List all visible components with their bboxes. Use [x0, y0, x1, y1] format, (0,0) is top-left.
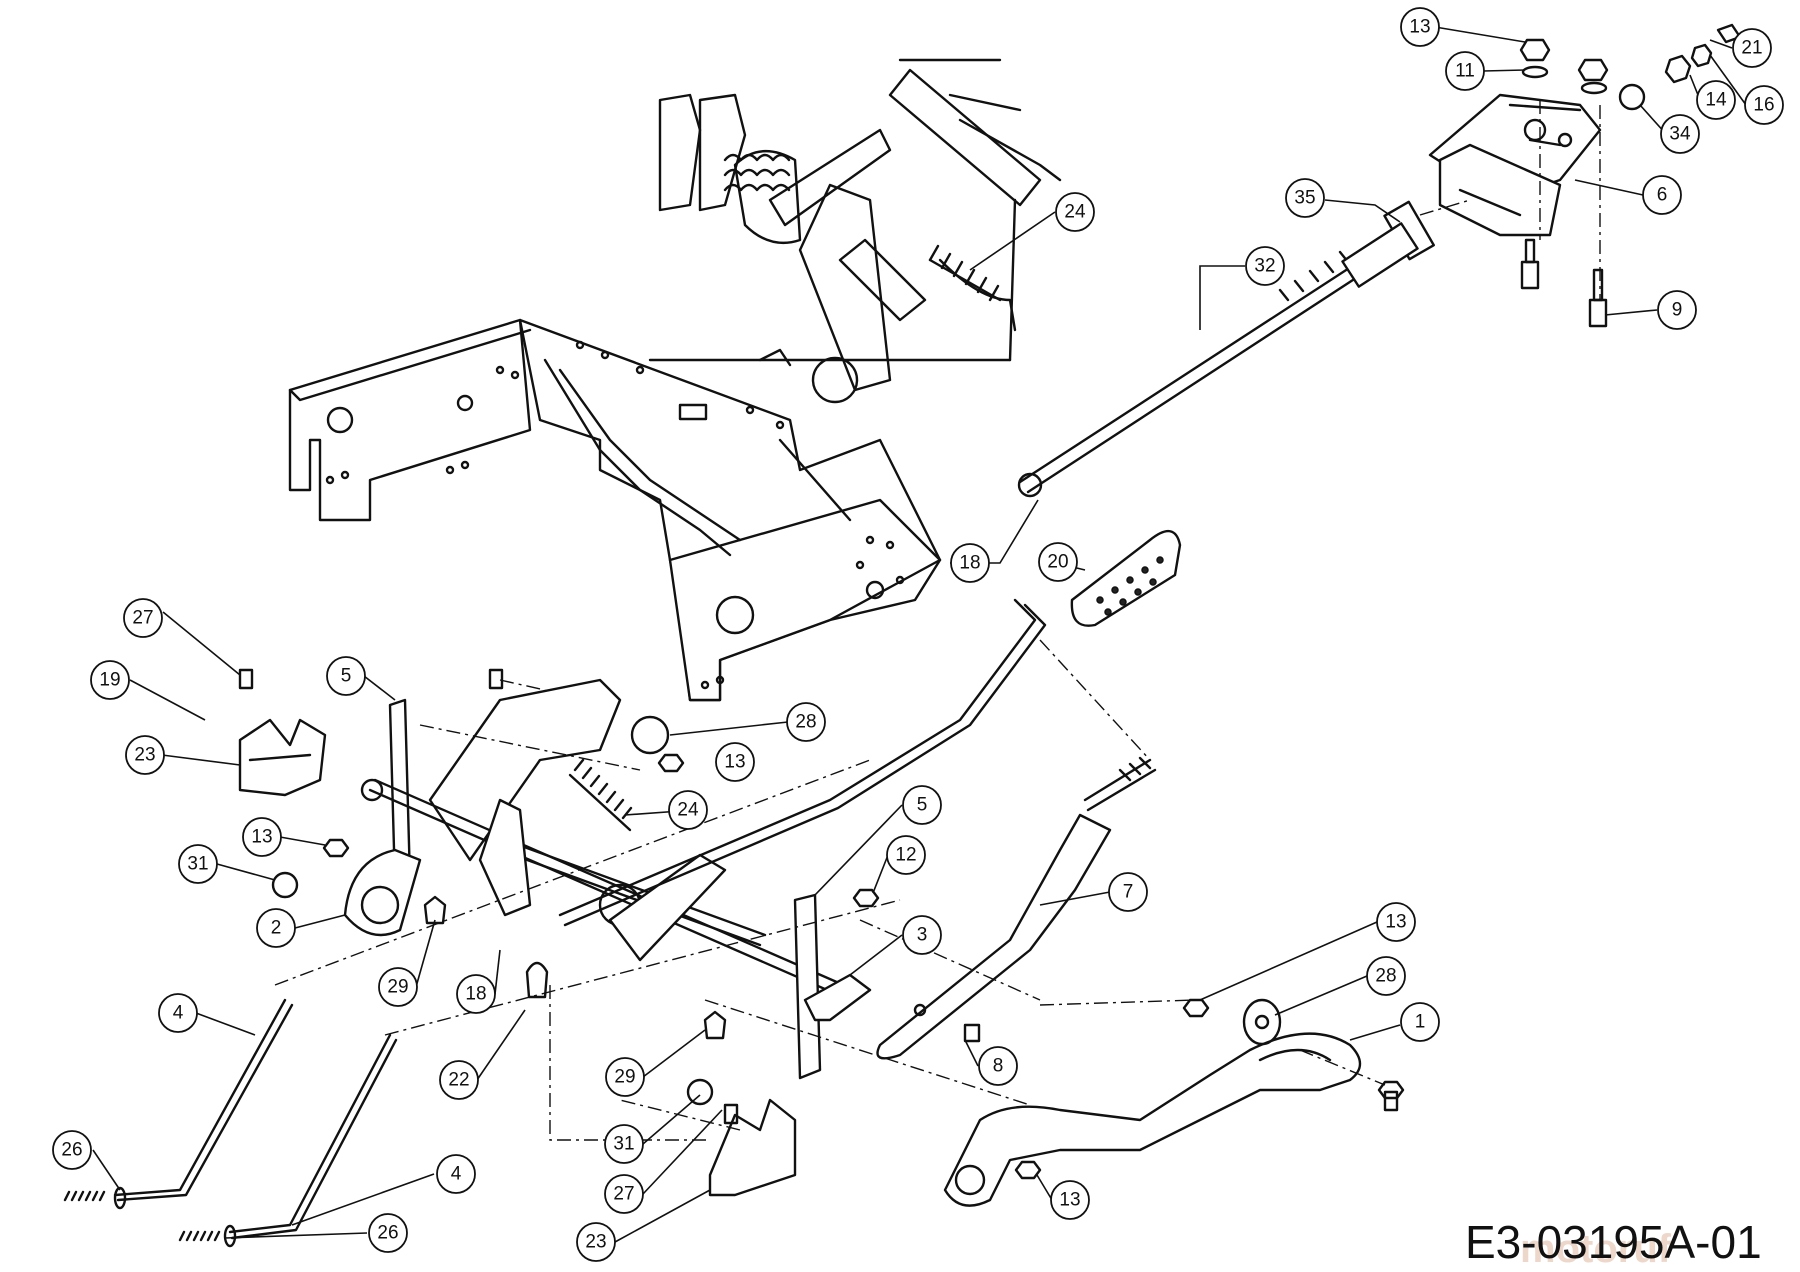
- callout-31a: 31: [178, 844, 218, 884]
- svg-text:13: 13: [251, 827, 272, 848]
- svg-text:27: 27: [132, 608, 153, 629]
- svg-text:9: 9: [1672, 300, 1683, 321]
- callout-29b: 29: [605, 1057, 645, 1097]
- svg-text:29: 29: [387, 977, 408, 998]
- callout-23a: 23: [125, 735, 165, 775]
- svg-text:28: 28: [795, 712, 816, 733]
- svg-text:27: 27: [613, 1184, 634, 1205]
- callout-28b: 28: [1366, 956, 1406, 996]
- svg-text:32: 32: [1254, 256, 1275, 277]
- callout-1: 1: [1400, 1002, 1440, 1042]
- svg-text:16: 16: [1753, 95, 1774, 116]
- svg-text:23: 23: [585, 1232, 606, 1253]
- callout-22: 22: [439, 1060, 479, 1100]
- svg-text:35: 35: [1294, 188, 1315, 209]
- svg-text:1: 1: [1415, 1012, 1426, 1033]
- svg-text:13: 13: [724, 752, 745, 773]
- svg-text:5: 5: [341, 666, 352, 687]
- callout-4a: 4: [158, 993, 198, 1033]
- callout-14: 14: [1696, 80, 1736, 120]
- callout-27b: 27: [604, 1174, 644, 1214]
- callout-31b: 31: [604, 1124, 644, 1164]
- svg-text:20: 20: [1047, 552, 1068, 573]
- svg-text:19: 19: [99, 670, 120, 691]
- callout-19: 19: [90, 660, 130, 700]
- svg-text:18: 18: [959, 553, 980, 574]
- callout-13c: 13: [242, 817, 282, 857]
- callout-5b: 5: [902, 785, 942, 825]
- callout-23b: 23: [576, 1222, 616, 1262]
- callout-2: 2: [256, 908, 296, 948]
- inset-detail: [648, 58, 1062, 404]
- callout-26b: 26: [368, 1213, 408, 1253]
- callout-6: 6: [1642, 175, 1682, 215]
- callout-21: 21: [1732, 28, 1772, 68]
- svg-text:26: 26: [377, 1223, 398, 1244]
- svg-text:13: 13: [1409, 17, 1430, 38]
- callout-26a: 26: [52, 1130, 92, 1170]
- callout-24b: 24: [668, 790, 708, 830]
- callout-20: 20: [1038, 542, 1078, 582]
- svg-text:8: 8: [993, 1056, 1004, 1077]
- callout-11: 11: [1445, 51, 1485, 91]
- callout-8: 8: [978, 1046, 1018, 1086]
- svg-text:13: 13: [1385, 912, 1406, 933]
- callout-18b: 18: [456, 974, 496, 1014]
- svg-text:4: 4: [451, 1164, 462, 1185]
- svg-text:11: 11: [1455, 61, 1475, 82]
- drawing-code: E3-03195A-01: [1465, 1216, 1762, 1268]
- svg-text:5: 5: [917, 795, 928, 816]
- callout-labels: 13 11 21 14 16 34 6 35 32 9 24 18 20 27 …: [52, 7, 1784, 1262]
- callout-13d: 13: [1376, 902, 1416, 942]
- svg-text:2: 2: [271, 918, 282, 939]
- pedal-assembly: [1017, 23, 1742, 627]
- watermark: motoruf: [1520, 1227, 1672, 1271]
- svg-text:13: 13: [1059, 1190, 1080, 1211]
- svg-text:22: 22: [448, 1070, 469, 1091]
- callout-29a: 29: [378, 967, 418, 1007]
- svg-text:28: 28: [1375, 966, 1396, 987]
- svg-text:23: 23: [134, 745, 155, 766]
- svg-text:12: 12: [895, 845, 916, 866]
- svg-text:21: 21: [1741, 38, 1762, 59]
- callout-32: 32: [1245, 246, 1285, 286]
- svg-text:24: 24: [1064, 202, 1086, 223]
- callout-5a: 5: [326, 656, 366, 696]
- callout-7: 7: [1108, 872, 1148, 912]
- callout-4b: 4: [436, 1154, 476, 1194]
- callout-18a: 18: [950, 543, 990, 583]
- svg-text:34: 34: [1669, 124, 1691, 145]
- callout-3: 3: [902, 915, 942, 955]
- leader-lines: [92, 26, 1747, 1243]
- frame-assembly: [288, 318, 942, 702]
- callout-16: 16: [1744, 85, 1784, 125]
- callout-13b: 13: [715, 742, 755, 782]
- callout-13a: 13: [1400, 7, 1440, 47]
- svg-text:26: 26: [61, 1140, 82, 1161]
- svg-text:4: 4: [173, 1003, 184, 1024]
- callout-9: 9: [1657, 290, 1697, 330]
- svg-text:31: 31: [187, 854, 208, 875]
- callout-12: 12: [886, 835, 926, 875]
- callout-27a: 27: [123, 598, 163, 638]
- callout-34: 34: [1660, 114, 1700, 154]
- svg-text:14: 14: [1705, 90, 1727, 111]
- svg-text:24: 24: [677, 800, 699, 821]
- svg-text:18: 18: [465, 984, 486, 1005]
- callout-13e: 13: [1050, 1180, 1090, 1220]
- svg-text:6: 6: [1657, 185, 1668, 206]
- svg-text:3: 3: [917, 925, 928, 946]
- callout-35: 35: [1285, 178, 1325, 218]
- svg-text:29: 29: [614, 1067, 635, 1088]
- callout-24a: 24: [1055, 192, 1095, 232]
- svg-text:7: 7: [1123, 882, 1134, 903]
- svg-text:31: 31: [613, 1134, 634, 1155]
- callout-28a: 28: [786, 702, 826, 742]
